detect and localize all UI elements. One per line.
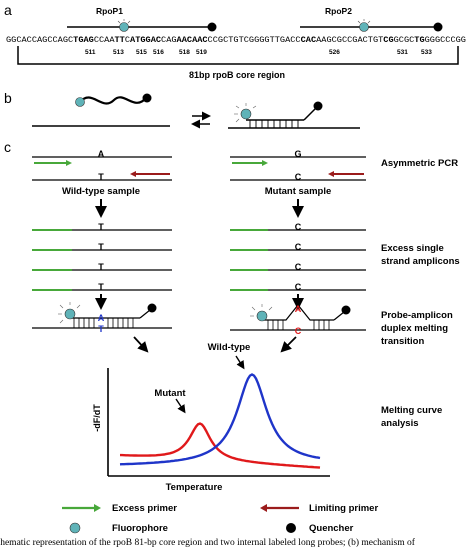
probe2-label: RpoP2 (325, 6, 352, 16)
codon-531: 531 (397, 49, 408, 56)
core-region-label: 81bp rpoB core region (189, 70, 285, 80)
fluorophore-icon (256, 310, 268, 322)
panel-b-label: b (4, 90, 12, 106)
panel-a-label: a (4, 2, 12, 18)
codon-numbers: 511 513 515 516 518 519 526 531 533 (85, 49, 432, 56)
wt-duplex-top-base: A (98, 313, 105, 323)
series-wildtype-line (119, 373, 321, 466)
melting-curve-chart: -dF/dT Temperature Mutant Wild-type (92, 342, 330, 493)
free-probe (75, 93, 152, 107)
mut-amplicon-base: C (295, 262, 302, 272)
legend-excess-primer: Excess primer (112, 503, 177, 514)
legend-fluorophore: Fluorophore (112, 523, 168, 534)
fluorescence-glow-icon (234, 103, 257, 123)
quencher-icon (313, 101, 323, 111)
codon-533: 533 (421, 49, 432, 56)
wt-bottom-base: T (98, 172, 104, 182)
mut-duplex-top-base: A (295, 304, 302, 314)
legend: Excess primer Limiting primer Fluorophor… (62, 503, 378, 534)
codon-515: 515 (136, 49, 147, 56)
fluorescence-glow-icon (58, 302, 81, 324)
wt-amplicon-base: T (98, 262, 104, 272)
fluorophore-icon (75, 97, 85, 107)
step-probe-amplicon: Probe-amplicon (381, 310, 453, 321)
annotation-wildtype: Wild-type (208, 342, 251, 353)
legend-fluorophore-icon (69, 522, 81, 534)
step-analysis: analysis (381, 418, 419, 429)
quencher-icon (142, 93, 152, 103)
codon-519: 519 (196, 49, 207, 56)
mut-amplicon-base: C (295, 222, 302, 232)
figure-caption: chematic representation of the rpoB 81-b… (0, 537, 416, 547)
wt-top-base: A (98, 149, 105, 159)
mut-bottom-base: C (295, 172, 302, 182)
fluorophore-icon (240, 108, 252, 120)
mut-duplex: A C (230, 304, 366, 336)
fluorophore-icon (64, 308, 76, 320)
equilibrium-arrows-icon (191, 111, 211, 129)
wt-amplicons: T T T T (32, 222, 172, 292)
step-strand-amplicons: strand amplicons (381, 256, 460, 267)
step-duplex-melting: duplex melting (381, 323, 448, 334)
diagonal-arrow-icon (133, 336, 149, 353)
wt-pcr: A T (32, 149, 172, 182)
legend-limiting-primer: Limiting primer (309, 503, 378, 514)
quencher-icon (147, 303, 157, 313)
probe1-label: RpoP1 (96, 6, 123, 16)
codon-526: 526 (329, 49, 340, 56)
wt-sample-label: Wild-type sample (62, 186, 140, 197)
wt-duplex: A T (32, 302, 172, 334)
quencher-icon (341, 305, 351, 315)
diagonal-arrow-icon (280, 336, 297, 353)
fluorophore-icon (357, 19, 371, 32)
bound-probe-hairpin (228, 101, 360, 129)
fluorophore-icon (117, 19, 131, 32)
mut-sample-label: Mutant sample (265, 186, 332, 197)
core-region-bracket (17, 46, 459, 65)
fluorescence-glow-icon (250, 304, 273, 317)
series-mutant-line (120, 422, 321, 469)
codon-516: 516 (153, 49, 164, 56)
wt-amplicon-base: T (98, 222, 104, 232)
mut-top-base: G (294, 149, 301, 159)
y-axis-label: -dF/dT (92, 404, 102, 432)
annotation-arrow-icon (175, 398, 186, 414)
mut-amplicon-base: C (295, 242, 302, 252)
step-melting-curve: Melting curve (381, 405, 442, 416)
mut-amplicons: C C C C (230, 222, 366, 292)
x-axis-label: Temperature (166, 482, 223, 493)
legend-quencher-icon (286, 523, 296, 533)
codon-513: 513 (113, 49, 124, 56)
wt-duplex-bottom-base: T (98, 324, 104, 334)
codon-518: 518 (179, 49, 190, 56)
step-excess-single: Excess single (381, 243, 444, 254)
panel-c-label: c (4, 139, 11, 155)
quencher-icon (207, 22, 217, 32)
quencher-icon (433, 22, 443, 32)
wt-amplicon-base: T (98, 282, 104, 292)
annotation-mutant: Mutant (154, 388, 186, 399)
annotation-arrow-icon (235, 355, 245, 370)
mut-amplicon-base: C (295, 282, 302, 292)
mut-duplex-bottom-base: C (295, 326, 302, 336)
wt-amplicon-base: T (98, 242, 104, 252)
step-transition: transition (381, 336, 424, 347)
step-asymmetric-pcr: Asymmetric PCR (381, 158, 458, 169)
codon-511: 511 (85, 49, 96, 56)
mut-pcr: G C (230, 149, 366, 182)
legend-quencher: Quencher (309, 523, 354, 534)
